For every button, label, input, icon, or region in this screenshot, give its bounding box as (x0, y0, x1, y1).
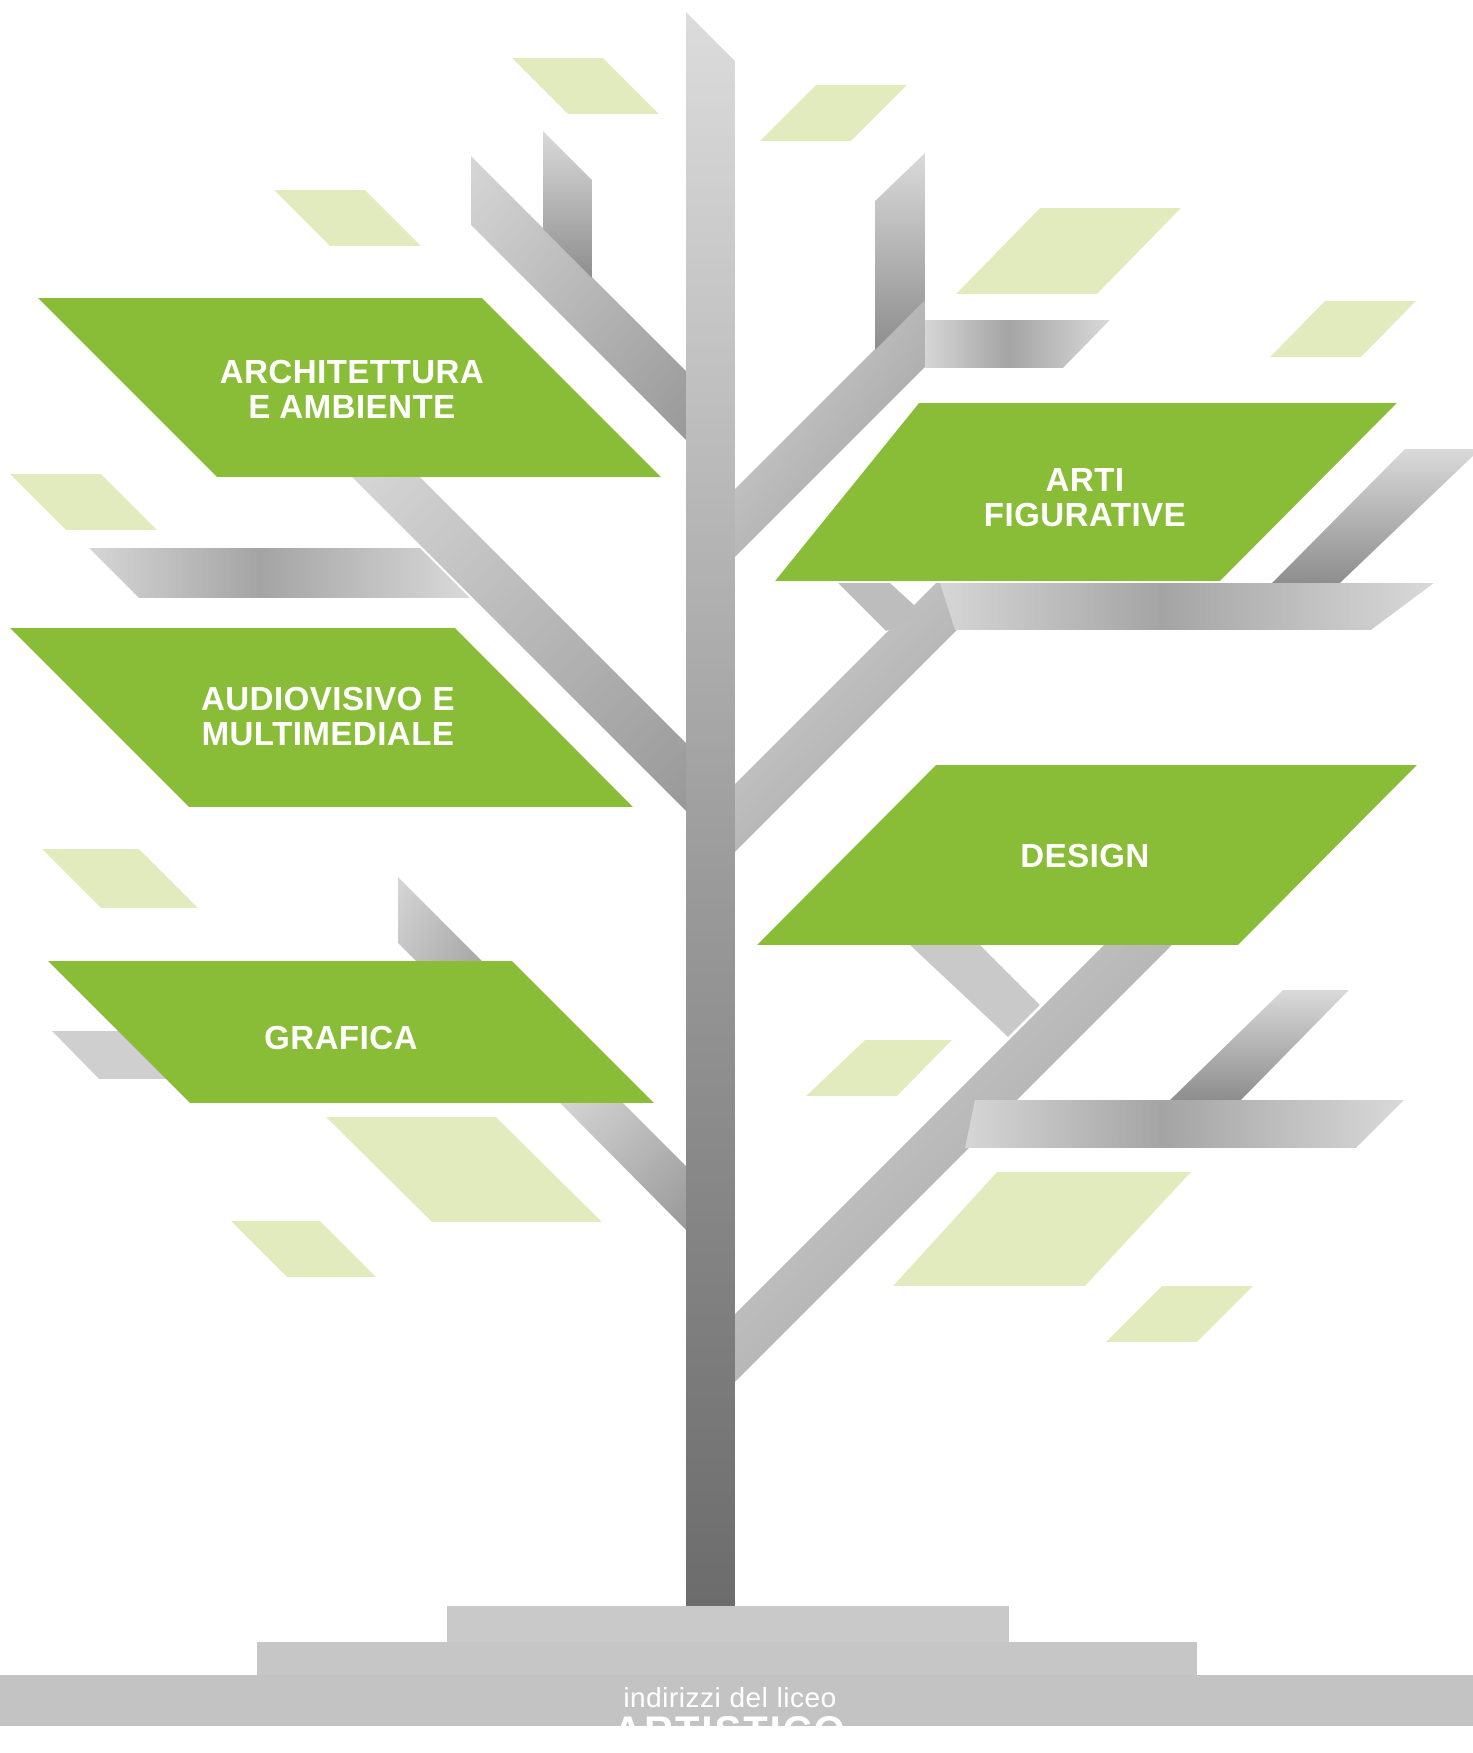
label-line: MULTIMEDIALE (201, 715, 455, 752)
branch-label-arti: ARTI FIGURATIVE (930, 462, 1240, 532)
label-line: AUDIOVISIVO E (200, 680, 456, 717)
branch-label-design: DESIGN (930, 838, 1240, 873)
leaf-shape (956, 208, 1181, 294)
leaf-architettura (38, 298, 661, 477)
label-leaves (10, 298, 1417, 1103)
branch (89, 548, 470, 598)
leaf-grafica (48, 961, 654, 1103)
branch (735, 945, 1172, 1382)
leaf-shape (1270, 301, 1416, 357)
label-line: E AMBIENTE (248, 388, 456, 425)
leaf-shape (1106, 1286, 1253, 1342)
branch (925, 320, 1110, 368)
label-line: DESIGN (1020, 837, 1150, 874)
branch (1170, 990, 1349, 1100)
leaf-shape (42, 849, 198, 908)
base-step-middle (257, 1642, 1197, 1676)
branch (471, 156, 686, 440)
label-line: ARCHITETTURA (219, 353, 485, 390)
branch (1272, 449, 1473, 583)
base-step-bottom (0, 1675, 1473, 1726)
branches (52, 12, 1473, 1606)
branch (838, 583, 925, 631)
leaf-shape (893, 1172, 1191, 1286)
leaf-shape (10, 474, 157, 530)
leaf-shape (806, 1040, 952, 1096)
branch (875, 153, 925, 350)
background-leaves (10, 58, 1416, 1342)
leaf-arti (775, 403, 1397, 581)
leaf-shape (760, 85, 907, 141)
leaf-design (757, 765, 1417, 945)
branch (543, 131, 592, 278)
label-line: ARTI (1045, 461, 1125, 498)
leaf-shape (231, 1221, 376, 1277)
label-line: GRAFICA (264, 1019, 418, 1056)
branch (350, 475, 686, 811)
leaf-shape (326, 1117, 602, 1222)
label-line: FIGURATIVE (983, 496, 1187, 533)
branch-label-audiovisivo: AUDIOVISIVO E MULTIMEDIALE (173, 681, 483, 751)
branch (910, 945, 1040, 1037)
trunk (686, 12, 735, 1606)
branch-label-grafica: GRAFICA (186, 1020, 496, 1055)
leaf-shape (512, 58, 659, 114)
base-caption: indirizzi del liceo ARTISTICO (500, 1682, 960, 1753)
branch (735, 299, 925, 557)
leaf-audiovisivo (10, 628, 633, 807)
branch (965, 1100, 1404, 1148)
base-subtitle: indirizzi del liceo (623, 1682, 837, 1713)
branch (735, 583, 1004, 852)
branch-label-architettura: ARCHITETTURA E AMBIENTE (197, 354, 507, 424)
branch (557, 1100, 686, 1230)
base-title: ARTISTICO (613, 1709, 847, 1753)
base-step-top (447, 1606, 1009, 1644)
tree-base (0, 1606, 1473, 1726)
branch (940, 583, 1434, 630)
leaf-shape (274, 190, 421, 246)
